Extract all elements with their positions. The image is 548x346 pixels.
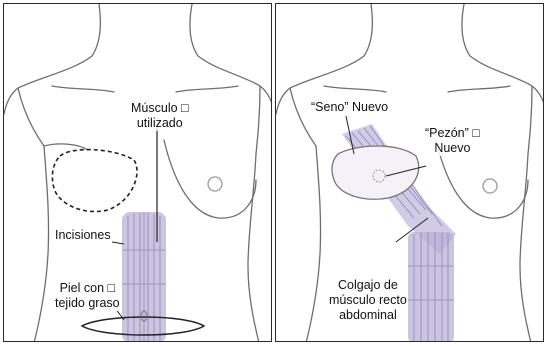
torso-right-side <box>520 154 531 342</box>
clavicle-left <box>52 86 114 92</box>
torso-left-side <box>306 146 321 342</box>
label-new-breast: “Seno” Nuevo <box>310 100 389 115</box>
panel-after: “Seno” Nuevo “Pezón” □ Nuevo Colgajo de … <box>275 3 544 342</box>
left-shoulder-line <box>276 4 372 114</box>
torso-left-side <box>34 146 49 342</box>
label-new-nipple: “Pezón” □ Nuevo <box>424 126 481 156</box>
torso-right-side <box>248 154 259 342</box>
rectus-muscle-pedicle <box>408 232 454 342</box>
rectus-muscle <box>122 212 166 342</box>
label-flap: Colgajo de músculo recto abdominal <box>328 278 408 323</box>
torso-before-illustration <box>4 4 272 342</box>
incision-outline <box>52 150 137 212</box>
left-armpit <box>18 88 44 146</box>
clavicle-left <box>324 86 386 92</box>
label-skin-fat: Piel con □ tejido graso <box>54 281 121 311</box>
left-armpit <box>290 88 316 146</box>
panel-before: Músculo □ utilizado Incisiones Piel con … <box>3 3 272 342</box>
left-shoulder-line <box>4 4 100 114</box>
right-nipple <box>483 179 497 193</box>
right-nipple <box>208 177 222 191</box>
label-muscle-used: Músculo □ utilizado <box>130 101 190 131</box>
torso-after-illustration <box>276 4 544 342</box>
right-armpit <box>528 86 532 154</box>
right-armpit <box>256 86 260 154</box>
label-incisions: Incisiones <box>54 228 112 243</box>
clavicle-right <box>448 86 510 92</box>
clavicle-right <box>176 86 238 92</box>
new-breast-flap <box>332 146 419 199</box>
